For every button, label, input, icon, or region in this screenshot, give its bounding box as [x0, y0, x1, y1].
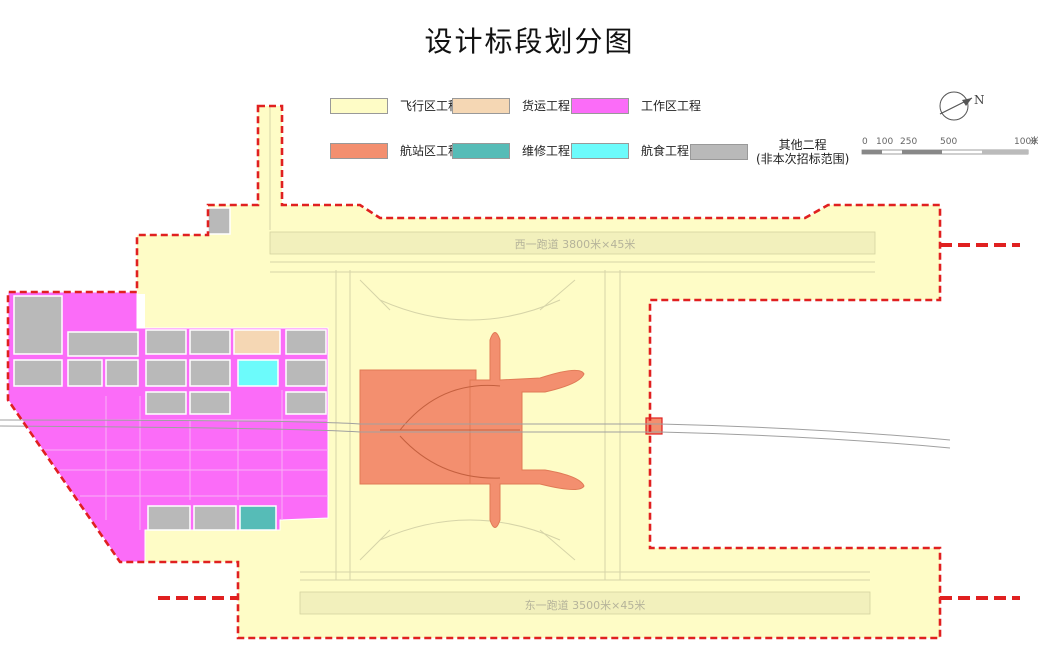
north-label: N [974, 93, 985, 107]
legend-label: 维修工程 [522, 144, 571, 158]
runway-west-label: 西一跑道 3800米×45米 [515, 237, 636, 251]
maintenance-block [239, 505, 277, 531]
cargo-block [233, 329, 281, 355]
page-title: 设计标段划分图 [424, 25, 635, 58]
taxiway-lines [269, 106, 875, 581]
legend-swatch [330, 143, 388, 159]
runway-east-strip [299, 591, 871, 615]
legend-item-cargo: 货运工程 [452, 95, 570, 117]
runway-west-strip [269, 231, 876, 255]
site-boundary [6, 104, 942, 640]
scale-tick-250: 250 [900, 137, 917, 147]
legend-item-other: 其他二程 (非本次招标范围) [690, 136, 849, 168]
legend-label: 飞行区工程 [400, 99, 461, 113]
work-area-grid [20, 390, 328, 530]
east-marker [645, 417, 663, 435]
legend-item-airfield: 飞行区工程 [330, 95, 460, 117]
legend-swatch [330, 98, 388, 114]
runway-east-label: 东一跑道 3500米×45米 [525, 598, 646, 612]
other-blocks [13, 207, 327, 531]
scale-bar: 0 100 250 500 1000 米 [861, 135, 1038, 155]
terminal-detail-lines [380, 384, 520, 479]
scale-tick-1000: 1000 [1014, 137, 1037, 147]
scale-tick-500: 500 [940, 137, 957, 147]
legend-item-maintenance: 维修工程 [452, 140, 570, 162]
scale-tick-0: 0 [862, 137, 868, 147]
airfield-zone [137, 106, 940, 638]
work-area-zone [7, 291, 329, 563]
scale-unit: 米 [1030, 135, 1038, 147]
legend-item-terminal: 航站区工程 [330, 140, 460, 162]
legend-swatch [452, 98, 510, 114]
legend-label: 其他二程 [778, 138, 827, 152]
scale-tick-100: 100 [876, 137, 893, 147]
legend-item-work-area: 工作区工程 [571, 95, 701, 117]
legend-swatch [571, 98, 629, 114]
legend-label: 航站区工程 [400, 144, 461, 158]
legend-label: 航食工程 [641, 144, 690, 158]
legend-swatch [690, 144, 748, 160]
north-arrow-icon: N [939, 91, 985, 121]
legend-swatch [452, 143, 510, 159]
legend-label: 工作区工程 [641, 99, 702, 113]
legend-swatch [571, 143, 629, 159]
catering-block [237, 359, 279, 387]
railway-lines [0, 419, 951, 449]
terminal-zone [359, 332, 585, 528]
legend-label: 货运工程 [522, 99, 571, 113]
legend-item-catering: 航食工程 [571, 140, 689, 162]
legend-sublabel: (非本次招标范围) [756, 152, 850, 166]
